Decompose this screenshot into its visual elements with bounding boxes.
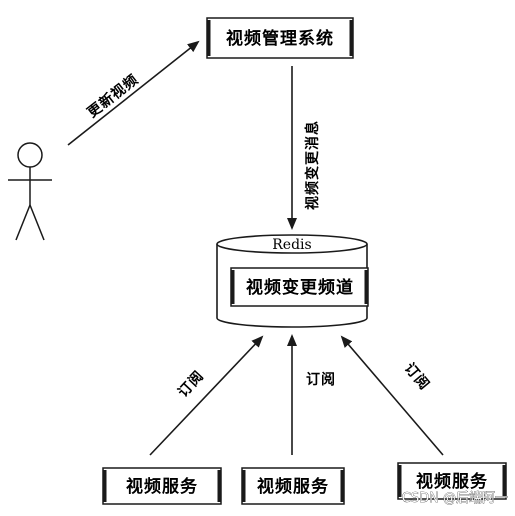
video-management-system-node: 视频管理系统 [206,17,354,59]
user-right-leg [29,204,45,241]
change-message-label: 视频变更消息 [304,120,321,210]
update-video-arrow [67,40,200,146]
video-service-label-2: 视频服务 [257,476,329,497]
video-change-channel-label: 视频变更频道 [246,277,354,298]
subscribe-label-1: 订阅 [174,367,207,401]
user-figure [8,142,52,241]
video-service-node-1: 视频服务 [102,467,222,505]
user-head [17,142,43,168]
video-service-node-2: 视频服务 [241,467,345,505]
video-service-box-3 [397,462,507,500]
redis-title: Redis [272,237,311,253]
user-left-leg [15,204,31,241]
video-service-label-1: 视频服务 [126,476,198,497]
video-management-system-box [206,17,354,59]
video-service-label-3: 视频服务 [416,471,488,492]
video-service-node-3: 视频服务 [397,462,507,500]
subscribe-arrow-1 [149,335,264,456]
subscribe-arrow-3 [340,335,444,456]
video-service-box-1 [102,467,222,505]
video-management-system-label: 视频管理系统 [226,28,334,49]
subscribe-label-2: 订阅 [306,371,336,388]
video-change-channel-box [230,267,369,307]
redis-cylinder-top [216,234,368,254]
subscribe-label-3: 订阅 [401,360,433,394]
watermark-text: CSDN @后端阿一 [402,491,508,506]
redis-node: Redis 视频变更频道 [216,234,369,328]
update-video-label: 更新视频 [84,71,142,121]
video-service-box-2 [241,467,345,505]
